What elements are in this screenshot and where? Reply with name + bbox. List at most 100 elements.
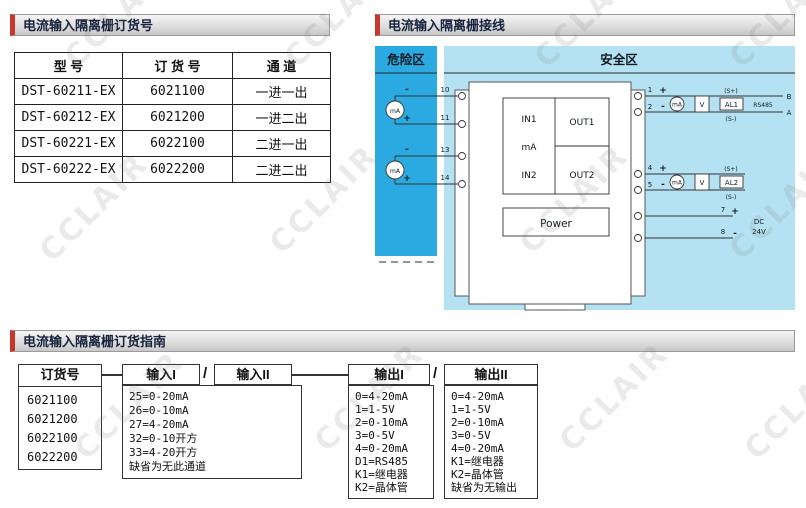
order-no-value: 6022100	[27, 431, 78, 445]
col-header-model: 型 号	[14, 52, 123, 79]
terminal-number: 14	[441, 174, 450, 182]
channel-cell: 一进一出	[232, 78, 331, 105]
input-loop-2: mA - + 13 14	[385, 145, 466, 188]
output-option: 3=0-5V	[355, 429, 395, 442]
plus-sign: +	[659, 164, 667, 174]
out1-label: OUT1	[570, 118, 595, 128]
output-option: 2=0-10mA	[355, 416, 408, 429]
power-box	[502, 207, 610, 237]
in2-label: IN2	[521, 171, 536, 181]
output-option: K2=晶体管	[451, 468, 504, 481]
s-plus-label: (S+)	[724, 88, 738, 95]
order-no-cell: 6021200	[122, 104, 233, 131]
terminal-number: 10	[441, 86, 450, 94]
alarm-label: AL1	[725, 101, 738, 109]
terminal-number: 11	[441, 114, 450, 122]
in1-label: IN1	[521, 115, 536, 125]
input2-header-box: 输入II	[214, 364, 292, 385]
safe-zone-label: 安全区	[600, 52, 638, 67]
input-option: 缺省为无此通道	[129, 460, 206, 473]
separator-slash: /	[433, 365, 438, 382]
separator-slash: /	[203, 365, 208, 382]
channel-cell: 二进二出	[232, 156, 331, 183]
minus-sign: -	[405, 145, 409, 155]
output-option: K1=继电器	[355, 468, 408, 481]
terminal-number: 1	[648, 86, 652, 94]
wiring-diagram: 危险区 安全区 IN1 mA IN2 OUT1 OUT2 Power m	[375, 46, 795, 311]
output-option: D1=RS485	[355, 455, 408, 468]
terminal-number: 7	[721, 206, 725, 214]
output-option: 缺省为无输出	[451, 481, 517, 494]
table-row: DST-60212-EX 6021200 一进二出	[14, 104, 331, 131]
voltmeter-label: V	[700, 179, 705, 187]
plus-sign: +	[403, 174, 411, 184]
terminal-circle	[634, 108, 642, 116]
order-no-value: 6021100	[27, 393, 78, 407]
input-option: 33=4-20开方	[129, 446, 198, 459]
module-din-clip	[524, 303, 586, 311]
s-minus-label: (S-)	[726, 116, 737, 123]
module-left-terminal-block	[454, 89, 470, 297]
isolator-module: IN1 mA IN2 OUT1 OUT2 Power	[454, 81, 646, 311]
alarm-box	[719, 97, 744, 111]
order-no-values: 6021100 6021200 6022100 6022200	[19, 387, 101, 471]
output-option: 0=4-20mA	[355, 390, 408, 403]
output-option: 4=0-20mA	[451, 442, 504, 455]
alarm-box	[719, 175, 744, 189]
output2-options-box: 0=4-20mA 1=1-5V 2=0-10mA 3=0-5V 4=0-20mA…	[444, 385, 538, 499]
guide-section-header-bar: 电流输入隔离栅订货指南	[10, 330, 795, 352]
out2-label: OUT2	[570, 171, 595, 181]
table-row: DST-60221-EX 6022100 二进一出	[14, 130, 331, 157]
dc-label: DC	[754, 218, 764, 226]
minus-sign: -	[733, 229, 737, 239]
s-plus-label: (S+)	[724, 166, 738, 173]
minus-sign: -	[661, 102, 665, 112]
order-table-header-row: 型 号 订 货 号 通 道	[14, 52, 331, 79]
output-option: 4=0-20mA	[355, 442, 408, 455]
order-no-cell: 6022200	[122, 156, 233, 183]
current-source-symbol	[385, 100, 405, 120]
order-no-cell: 6021100	[122, 78, 233, 105]
rs485-a-label: A	[787, 109, 792, 117]
output-option: 3=0-5V	[451, 429, 491, 442]
plus-sign: +	[659, 86, 667, 96]
model-cell: DST-60221-EX	[14, 130, 123, 157]
plus-sign: +	[731, 207, 739, 217]
ma-load-label: mA	[672, 180, 683, 187]
connector-line	[102, 374, 122, 376]
order-section-title: 电流输入隔离栅订货号	[23, 18, 154, 33]
guide-section-title: 电流输入隔离栅订货指南	[23, 334, 167, 349]
input-option: 27=4-20mA	[129, 418, 189, 431]
ma-load-label: mA	[672, 102, 683, 109]
order-no-cell: 6022100	[122, 130, 233, 157]
terminal-circle	[458, 92, 466, 100]
ma-load-symbol	[669, 174, 685, 190]
output-group-1: 1 2 + - mA V (S+) AL1 (S-) RS485 B A	[634, 86, 792, 123]
model-cell: DST-60212-EX	[14, 104, 123, 131]
wiring-section-title: 电流输入隔离栅接线	[388, 18, 506, 33]
output-option: 1=1-5V	[355, 403, 395, 416]
s-minus-label: (S-)	[726, 194, 737, 201]
minus-sign: -	[405, 85, 409, 95]
terminal-circle	[634, 186, 642, 194]
terminal-circle	[458, 152, 466, 160]
output-option: 1=1-5V	[451, 403, 491, 416]
output1-header-box: 输出I	[348, 364, 430, 385]
ma-load-symbol	[669, 96, 685, 112]
rs485-label: RS485	[753, 102, 773, 109]
terminal-number: 4	[648, 164, 653, 172]
input-loop-1: mA - + 10 11	[385, 85, 466, 128]
ma-label: mA	[522, 143, 538, 153]
power-label: Power	[540, 218, 572, 230]
connector-line	[292, 374, 348, 376]
input1-header-box: 输入I	[122, 364, 200, 385]
terminal-circle	[634, 92, 642, 100]
col-header-channel: 通 道	[232, 52, 331, 79]
hazard-zone-label: 危险区	[386, 52, 425, 67]
channel-cell: 二进一出	[232, 130, 331, 157]
model-cell: DST-60222-EX	[14, 156, 123, 183]
table-row: DST-60211-EX 6021100 一进一出	[14, 78, 331, 105]
power-supply-group: 7 + 8 - DC 24V	[634, 206, 766, 242]
output-option: K2=晶体管	[355, 481, 408, 494]
order-no-header: 订货号	[19, 365, 101, 387]
